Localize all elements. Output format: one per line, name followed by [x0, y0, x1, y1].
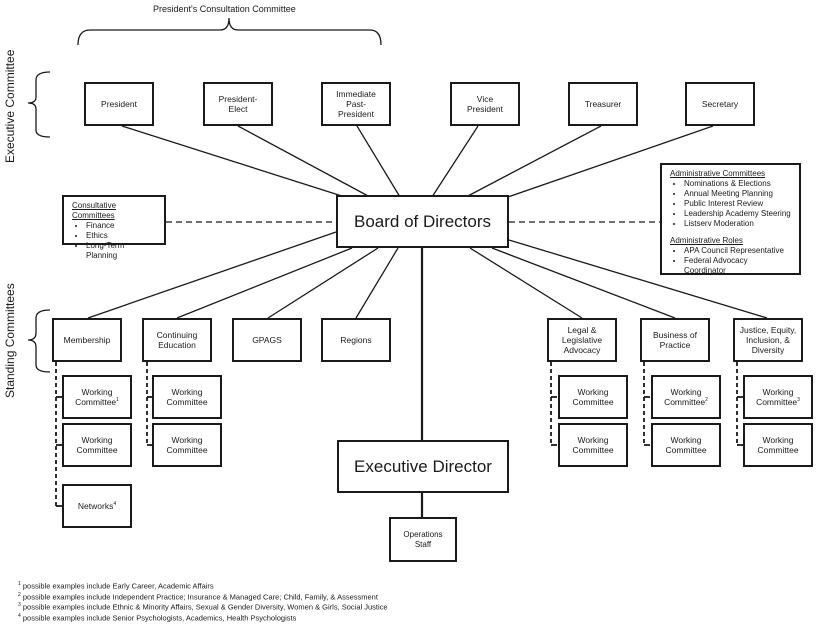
footnote-marker: 1	[116, 397, 119, 404]
working-committee-label: Working Committee	[166, 435, 208, 455]
connector-line	[176, 247, 353, 319]
administrative-committee-item: Nominations & Elections	[684, 179, 791, 189]
justice-equity-inclusion-diversity-box[interactable]: Justice, Equity, Inclusion, & Diversity	[733, 318, 803, 362]
footnote-marker: 4	[113, 501, 117, 508]
justice-equity-inclusion-diversity-label: Justice, Equity, Inclusion, & Diversity	[739, 325, 797, 355]
membership-label: Membership	[63, 335, 111, 345]
operations-staff-label: Operations Staff	[403, 529, 443, 549]
working-committee-box[interactable]: Working Committee	[558, 375, 628, 419]
working-committee-label: Working Committee	[572, 387, 614, 407]
treasurer-box[interactable]: Treasurer	[568, 82, 638, 126]
working-committee-label: Working Committee3	[756, 387, 800, 407]
working-committee-box[interactable]: Working Committee	[743, 423, 813, 467]
networks-box[interactable]: Networks4	[62, 484, 132, 528]
footnote-marker: 2	[705, 397, 708, 404]
working-committee-label: Working Committee	[665, 435, 707, 455]
regions-label: Regions	[340, 335, 372, 345]
president-box[interactable]: President	[84, 82, 154, 126]
continuing-education-box[interactable]: Continuing Education	[142, 318, 212, 362]
connector-line	[507, 125, 714, 198]
footnote-4: 4 possible examples include Senior Psych…	[18, 612, 297, 623]
administrative-committee-item: Leadership Academy Steering	[684, 209, 791, 219]
vice-president-box[interactable]: Vice President	[450, 82, 520, 126]
secretary-box[interactable]: Secretary	[685, 82, 755, 126]
presidents-consultation-brace	[77, 17, 382, 46]
continuing-education-label: Continuing Education	[156, 330, 198, 350]
connector-line	[121, 125, 346, 198]
working-committee-label: Working Committee	[76, 435, 118, 455]
connector-line	[508, 239, 768, 319]
consultative-item: Finance	[86, 221, 156, 231]
business-of-practice-box[interactable]: Business of Practice	[640, 318, 710, 362]
presidents-consultation-committee-label: President's Consultation Committee	[153, 4, 296, 14]
connector-line	[355, 247, 399, 319]
working-committee-label: Working Committee2	[664, 387, 708, 407]
executive-director-box[interactable]: Executive Director	[337, 440, 509, 493]
board-of-directors-box[interactable]: Board of Directors	[336, 195, 509, 248]
legal-legislative-advocacy-box[interactable]: Legal & Legislative Advocacy	[547, 318, 617, 362]
working-committee-box[interactable]: Working Committee1	[62, 375, 132, 419]
president-elect-label: President- Elect	[218, 94, 258, 114]
president-label: President	[101, 99, 137, 109]
networks-label: Networks4	[77, 501, 117, 511]
connector-line	[431, 125, 479, 198]
administrative-roles-title: Administrative Roles	[670, 236, 743, 245]
connector-line	[267, 247, 379, 319]
operations-staff-box[interactable]: Operations Staff	[389, 517, 457, 562]
working-committee-box[interactable]: Working Committee	[651, 423, 721, 467]
consultative-item: Ethics	[86, 231, 156, 241]
working-committee-box[interactable]: Working Committee	[558, 423, 628, 467]
working-committee-label: Working Committee	[757, 435, 799, 455]
administrative-committees-title: Administrative Committees	[670, 169, 766, 178]
executive-committee-brace	[27, 71, 51, 138]
working-committee-box[interactable]: Working Committee	[62, 423, 132, 467]
regions-box[interactable]: Regions	[321, 318, 391, 362]
executive-committee-label: Executive Committee	[3, 49, 17, 163]
working-committee-label: Working Committee	[572, 435, 614, 455]
secretary-label: Secretary	[701, 99, 739, 109]
board-of-directors-label: Board of Directors	[354, 211, 491, 231]
legal-legislative-advocacy-label: Legal & Legislative Advocacy	[561, 325, 603, 355]
footnote-marker: 3	[797, 397, 800, 404]
connector-line	[356, 125, 401, 198]
working-committee-label: Working Committee1	[75, 387, 119, 407]
president-elect-box[interactable]: President- Elect	[203, 82, 273, 126]
standing-committees-label: Standing Committees	[3, 283, 17, 398]
working-committee-box[interactable]: Working Committee	[152, 375, 222, 419]
working-committee-box[interactable]: Working Committee	[152, 423, 222, 467]
footnote-3: 3 possible examples include Ethnic & Min…	[18, 602, 388, 612]
working-committee-box[interactable]: Working Committee2	[651, 375, 721, 419]
standing-committees-brace	[27, 309, 51, 373]
consultative-committees-box: Consultative Committees Finance Ethics L…	[62, 195, 166, 260]
vice-president-label: Vice President	[467, 94, 503, 114]
administrative-box: Administrative Committees Nominations & …	[660, 163, 801, 275]
immediate-past-president-label: Immediate Past- President	[336, 89, 376, 119]
business-of-practice-label: Business of Practice	[653, 330, 697, 350]
administrative-role-item: APA Council Representative	[684, 246, 791, 256]
administrative-committee-item: Annual Meeting Planning	[684, 189, 791, 199]
connector-line	[469, 247, 583, 319]
connector-line	[491, 247, 676, 319]
membership-box[interactable]: Membership	[52, 318, 122, 362]
administrative-committee-item: Public Interest Review	[684, 199, 791, 209]
connector-line	[465, 125, 602, 198]
connector-line	[87, 231, 337, 319]
footnote-1: 1 possible examples include Early Career…	[18, 581, 214, 591]
executive-director-label: Executive Director	[354, 456, 492, 476]
footnote-2: 2 possible examples include Independent …	[18, 591, 378, 602]
connector-line	[237, 125, 371, 198]
working-committee-box[interactable]: Working Committee3	[743, 375, 813, 419]
treasurer-label: Treasurer	[584, 99, 622, 109]
administrative-committee-item: Listserv Moderation	[684, 219, 791, 229]
consultative-item: Long-Term Planning	[86, 241, 156, 261]
gpags-box[interactable]: GPAGS	[232, 318, 302, 362]
consultative-committees-title: Consultative Committees	[72, 201, 117, 220]
immediate-past-president-box[interactable]: Immediate Past- President	[321, 82, 391, 126]
footnotes: 1 possible examples include Early Career…	[18, 580, 388, 622]
administrative-role-item: Federal Advocacy Coordinator	[684, 256, 791, 276]
gpags-label: GPAGS	[252, 335, 282, 345]
working-committee-label: Working Committee	[166, 387, 208, 407]
